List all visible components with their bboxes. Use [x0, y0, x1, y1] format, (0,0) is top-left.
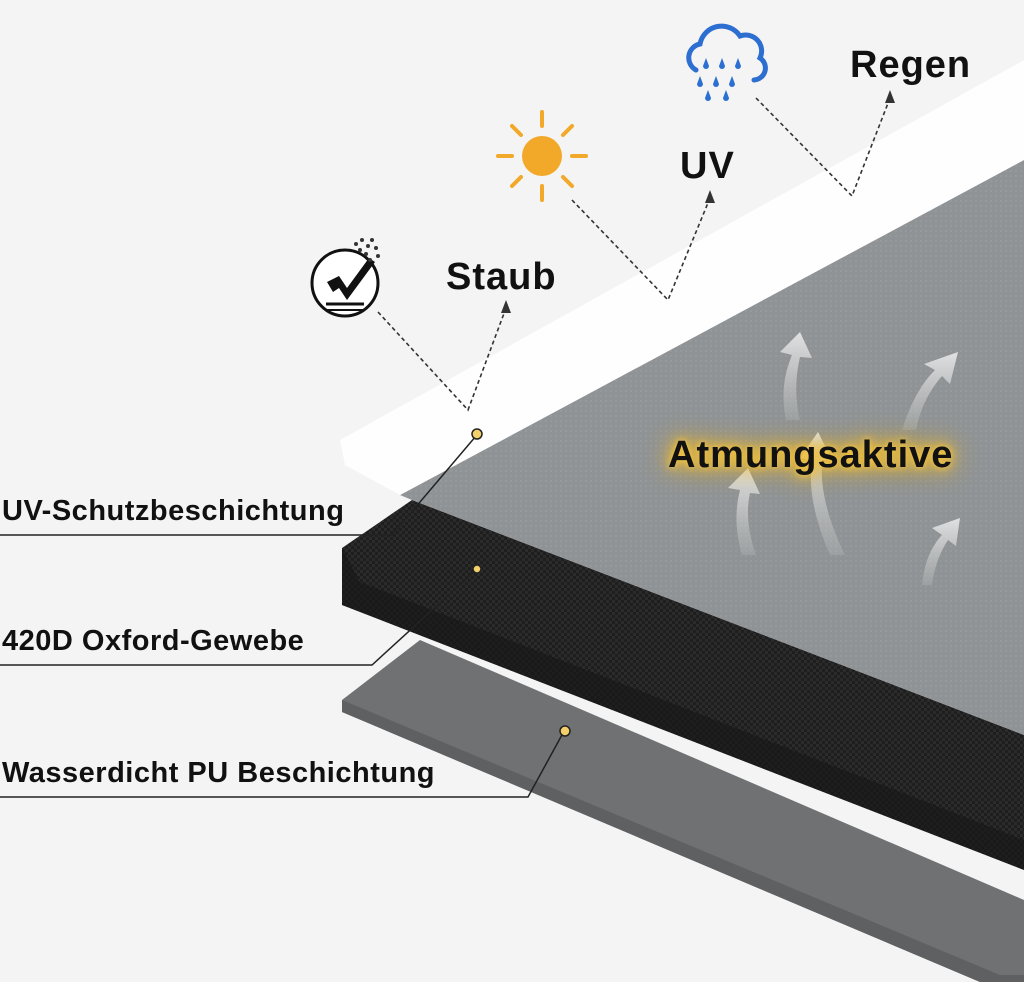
breathable-arrow-icon: [728, 468, 760, 555]
arrowhead-icon: [705, 190, 715, 203]
pu-marker: [559, 725, 571, 737]
breathable-arrow-icon: [780, 332, 812, 420]
dust-label: Staub: [446, 256, 557, 298]
oxford-fabric-edge: [342, 548, 1024, 870]
uv-coating-callout: [0, 435, 477, 536]
uv-coating-sheet: [340, 60, 1024, 495]
pu-coating-label: Wasserdicht PU Beschichtung: [2, 757, 436, 789]
dust-shield-icon: [310, 238, 380, 318]
breathable-arrows: [728, 332, 960, 585]
uv-label: UV: [680, 145, 735, 187]
uv-coated-top-layer: [400, 160, 1024, 735]
arrowhead-icon: [885, 90, 895, 103]
rain-label: Regen: [850, 44, 972, 86]
breathable-label: Atmungsaktive: [668, 434, 954, 476]
oxford-fabric-label: 420D Oxford-Gewebe: [2, 625, 305, 657]
dust-leader: [377, 307, 507, 412]
callout-markers: [471, 428, 571, 737]
oxford-callout: [0, 569, 477, 666]
rain-leader: [755, 97, 891, 198]
uv-leader: [571, 197, 711, 302]
rain-cloud-icon: [686, 23, 768, 101]
layer-callouts: [0, 435, 564, 798]
arrowhead-icon: [501, 300, 511, 313]
threat-leaders: [377, 97, 891, 412]
sun-icon: [496, 110, 588, 202]
breathable-arrow-icon: [922, 518, 960, 585]
pu-coating-layer: [342, 640, 1024, 982]
breathable-arrow-icon: [800, 432, 845, 555]
leader-arrowheads: [501, 90, 895, 313]
pu-callout: [0, 732, 564, 798]
oxford-marker: [472, 564, 482, 574]
breathable-arrow-icon: [902, 352, 958, 430]
uv-coating-marker: [471, 428, 483, 440]
uv-coating-label: UV-Schutzbeschichtung: [2, 495, 345, 527]
